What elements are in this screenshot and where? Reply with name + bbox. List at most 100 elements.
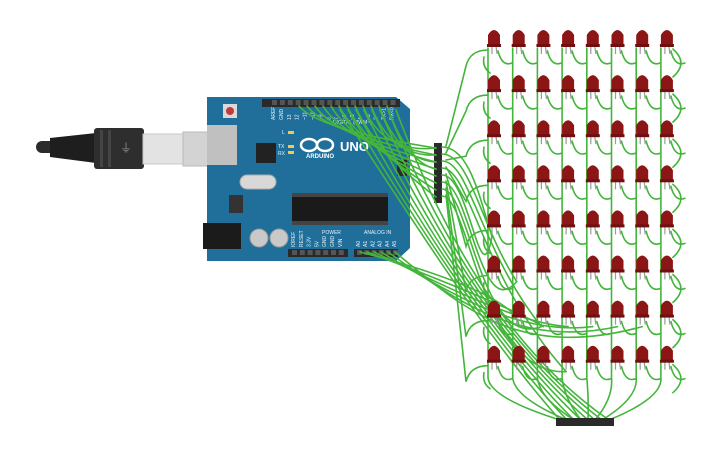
- usb-plug-metal: [142, 133, 184, 165]
- led: [610, 165, 625, 190]
- wire: [445, 166, 489, 204]
- led: [536, 255, 551, 280]
- led: [585, 300, 600, 325]
- led: [659, 210, 674, 235]
- pin-label: 12: [295, 114, 301, 120]
- led-rim: [511, 269, 526, 273]
- led-rim: [610, 314, 625, 318]
- led-body: [562, 120, 575, 137]
- led: [610, 255, 625, 280]
- led-body: [660, 345, 673, 362]
- led-rim: [659, 44, 674, 47]
- wire: [387, 251, 619, 333]
- wire: [445, 187, 489, 337]
- led-body: [611, 210, 624, 227]
- led: [610, 120, 625, 145]
- led-rim: [659, 89, 674, 93]
- led-body: [611, 300, 624, 317]
- led: [635, 165, 650, 190]
- pin-label: RESET: [299, 230, 305, 247]
- chip-socket-top: [292, 193, 388, 197]
- voltage-regulator: [229, 195, 243, 213]
- led-rim: [585, 224, 600, 228]
- wire: [441, 174, 493, 256]
- wire: [347, 109, 568, 421]
- led-body: [537, 75, 550, 92]
- led-body: [660, 165, 673, 182]
- led: [487, 165, 501, 190]
- header-pin: [295, 100, 301, 105]
- led-body: [586, 345, 599, 362]
- led-body: [537, 345, 550, 362]
- header-pin: [327, 100, 333, 105]
- led-rim: [659, 314, 674, 318]
- header-pin: [343, 100, 349, 105]
- reset-button-cap[interactable]: [226, 107, 234, 115]
- led-rim: [635, 89, 650, 93]
- led: [659, 120, 674, 145]
- led-rim: [511, 359, 526, 363]
- column-connector-strip: [434, 143, 442, 203]
- led-rim: [561, 89, 576, 93]
- led-body: [611, 30, 624, 46]
- wire: [339, 109, 561, 421]
- led: [487, 120, 501, 145]
- led-rim: [635, 224, 650, 228]
- led-rim: [659, 224, 674, 228]
- led-matrix: [487, 30, 674, 370]
- header-pin: [323, 250, 329, 255]
- led: [561, 345, 576, 370]
- led: [511, 120, 526, 145]
- wire: [445, 94, 489, 154]
- usb-plug-ridge: [108, 130, 111, 167]
- led-rim: [610, 134, 625, 138]
- led-rim: [659, 179, 674, 183]
- power-jack: [203, 223, 241, 249]
- header-pin: [351, 100, 356, 105]
- led: [635, 255, 650, 280]
- led-rim: [511, 44, 526, 47]
- led-body: [586, 300, 599, 317]
- pin-label: GND: [330, 236, 336, 248]
- wire: [672, 363, 682, 394]
- header-pin: [335, 100, 341, 105]
- board-brand: ARDUINO: [306, 154, 334, 160]
- wire: [441, 181, 518, 291]
- led-body: [660, 300, 673, 317]
- led-rim: [635, 314, 650, 318]
- wire: [672, 273, 682, 304]
- led: [585, 255, 600, 280]
- led-body: [611, 255, 624, 272]
- pin-label: ~10: [311, 111, 317, 120]
- led-body: [636, 120, 649, 137]
- led: [659, 345, 674, 370]
- arduino-infinity-logo-icon: [299, 137, 335, 153]
- led-body: [537, 210, 550, 227]
- led-rim: [561, 269, 576, 273]
- led: [561, 255, 576, 280]
- header-pin: [366, 100, 372, 105]
- pin-label: AREF: [271, 107, 277, 120]
- led: [659, 300, 674, 325]
- led: [610, 75, 625, 100]
- led: [610, 345, 625, 370]
- pin-label: GND: [279, 109, 285, 121]
- led: [610, 300, 625, 325]
- wire: [672, 318, 682, 349]
- led-body: [512, 255, 525, 272]
- led: [585, 345, 600, 370]
- led-rim: [659, 359, 674, 363]
- header-pin: [287, 100, 293, 105]
- led-rim: [511, 224, 526, 228]
- led: [610, 30, 625, 55]
- led: [635, 300, 650, 325]
- led: [536, 75, 551, 100]
- led-rim: [585, 44, 600, 47]
- led-rim: [585, 269, 600, 273]
- led-body: [636, 210, 649, 227]
- wire: [487, 47, 561, 421]
- led: [561, 120, 576, 145]
- led-rim: [487, 269, 501, 273]
- led-body: [562, 300, 575, 317]
